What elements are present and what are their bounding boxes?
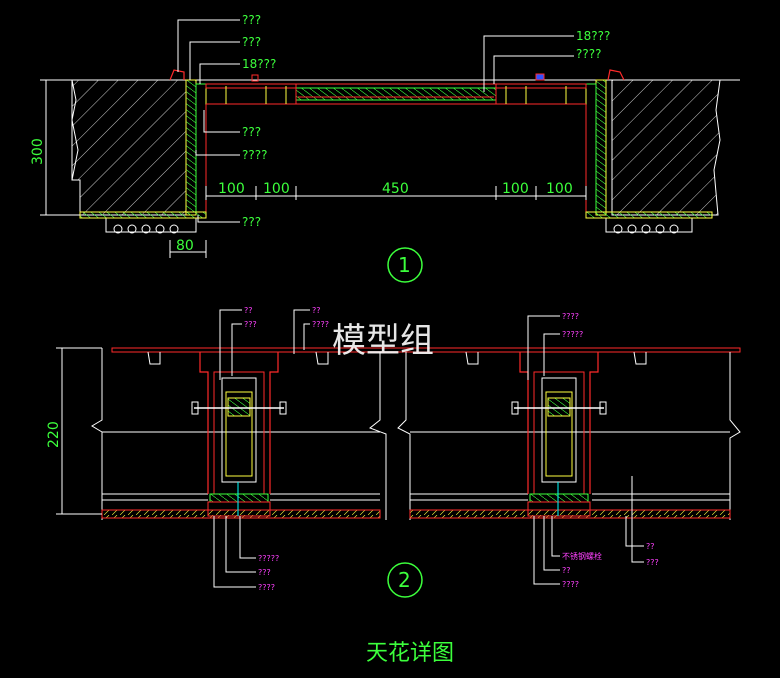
- label-1-e: ????: [242, 148, 267, 162]
- label-2-tl-b: ???: [244, 320, 257, 329]
- detail-2-marker: [387, 562, 423, 598]
- left-concrete-slab: [71, 79, 187, 216]
- dim-300: 300: [30, 138, 46, 165]
- ceiling-board-right: [409, 509, 731, 519]
- label-1-d: ???: [242, 125, 261, 139]
- label-2-bl-c: ????: [258, 583, 275, 592]
- left-clip: [251, 74, 259, 82]
- detail-2-number: 2: [398, 568, 411, 592]
- label-1-a: ???: [242, 13, 261, 27]
- watermark-text: 模型组: [332, 321, 434, 361]
- left-timber-frame: [185, 79, 207, 216]
- label-2-br-a: 不锈钢螺栓: [562, 551, 602, 561]
- detail-1-section: 100 100 450 100 100 300 80 ??? ??? 18???…: [30, 13, 740, 283]
- detail-2-outline: [91, 348, 741, 520]
- left-bottom-trim: [79, 211, 207, 234]
- dim-100-b: 100: [263, 181, 290, 197]
- right-hook-connector: [607, 69, 625, 81]
- right-clip: [535, 73, 545, 81]
- detail-1-leaders-right: [483, 35, 574, 92]
- right-module-assembly: [511, 352, 607, 517]
- ceiling-slab: [111, 347, 741, 353]
- detail-2-leaders-bottom-right: [533, 516, 560, 585]
- label-2-tl-c: ??: [312, 306, 321, 315]
- label-2-tl-a: ??: [244, 306, 253, 315]
- dim-100-d: 100: [546, 181, 573, 197]
- detail-1-number: 1: [398, 253, 411, 277]
- label-2-br-b: ??: [562, 566, 571, 575]
- left-module-assembly: [191, 352, 287, 517]
- label-2-br-c: ????: [562, 580, 579, 589]
- access-panel-board: [205, 83, 587, 105]
- dim-220: 220: [46, 421, 62, 448]
- right-timber-frame: [585, 79, 607, 216]
- label-1-r-a: 18???: [576, 29, 610, 43]
- label-2-tr-b: ?????: [562, 330, 583, 339]
- right-bottom-trim: [585, 211, 713, 234]
- label-2-fr-a: ??: [646, 542, 655, 551]
- label-1-r-b: ????: [576, 47, 601, 61]
- label-1-c: 18???: [242, 57, 276, 71]
- detail-2-leaders-top-right: [527, 315, 560, 380]
- detail-2-leaders-bottom-left: [213, 516, 256, 588]
- dim-450: 450: [382, 181, 409, 197]
- detail-1-leaders-left: [177, 19, 240, 223]
- dim-100-a: 100: [218, 181, 245, 197]
- dim-100-c: 100: [502, 181, 529, 197]
- ceiling-board-left: [101, 509, 381, 519]
- detail-2-leaders-top-left: [219, 309, 310, 380]
- label-2-tr-a: ????: [562, 312, 579, 321]
- label-2-tl-d: ????: [312, 320, 329, 329]
- detail-2-dimensions: [56, 347, 102, 515]
- detail-2-section: 220 ?? ??? ?? ???? ???? ????? ????? ??? …: [46, 306, 741, 598]
- detail-1-marker: [387, 247, 423, 283]
- hanger-brackets: [147, 351, 647, 365]
- label-1-b: ???: [242, 35, 261, 49]
- label-2-bl-a: ?????: [258, 554, 279, 563]
- label-2-bl-b: ???: [258, 568, 271, 577]
- dim-80: 80: [176, 238, 194, 254]
- label-2-fr-b: ???: [646, 558, 659, 567]
- drawing-title: 天花详图: [366, 641, 454, 666]
- detail-1-dimensions: [40, 79, 587, 258]
- label-1-f: ???: [242, 215, 261, 229]
- detail-2-leaders-far-right: [625, 476, 644, 563]
- right-concrete-slab: [611, 79, 721, 216]
- left-hook-connector: [169, 69, 185, 81]
